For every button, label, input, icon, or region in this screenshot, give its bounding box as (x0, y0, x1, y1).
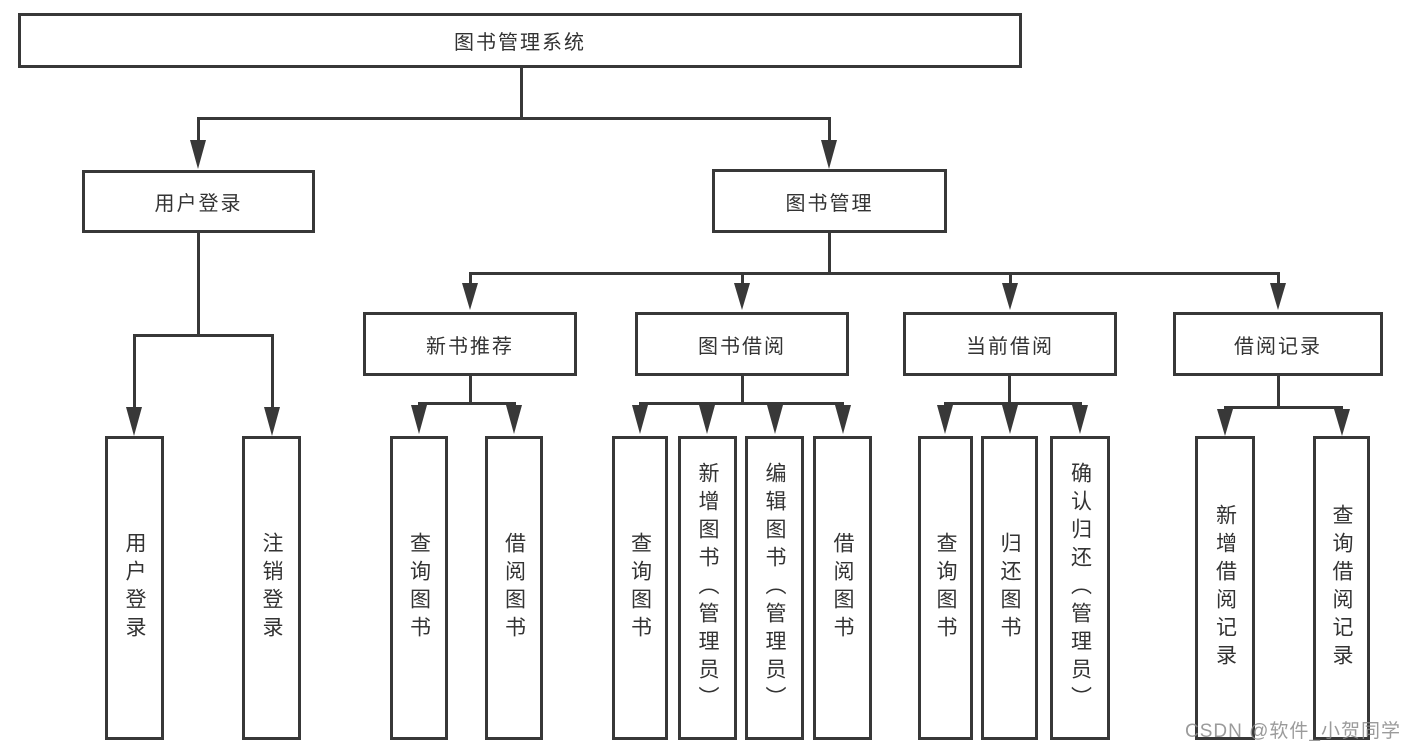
node-current-borrowing: 当前借阅 (903, 312, 1117, 376)
arrow-to-bb-edit-book (767, 405, 783, 434)
connector-drop-new-book (469, 272, 472, 285)
connector-level1-hline (197, 117, 831, 120)
leaf-label: 新增借阅记录 (1213, 504, 1237, 672)
arrow-to-bb-borrow-book (835, 405, 851, 434)
leaf-label: 确认归还（管理员） (1068, 462, 1092, 714)
arrow-to-leaf-user-login (126, 407, 142, 436)
node-library-management-system: 图书管理系统 (18, 13, 1022, 68)
leaf-bb-add-book-admin: 新增图书（管理员） (678, 436, 737, 740)
arrow-to-rec-borrow-book (506, 405, 522, 434)
node-book-borrowing: 图书借阅 (635, 312, 849, 376)
connector-book-management-stub (828, 233, 831, 275)
node-book-management: 图书管理 (712, 169, 947, 233)
arrow-to-leaf-logout (264, 407, 280, 436)
connector-drop-book-borrow (741, 272, 744, 285)
leaf-label: 查询图书 (628, 532, 652, 644)
leaf-label: 用户登录 (123, 532, 146, 644)
node-new-book-recommend: 新书推荐 (363, 312, 577, 376)
leaf-label: 查询图书 (407, 532, 431, 644)
connector-root-trunk (520, 68, 523, 119)
node-label: 当前借阅 (966, 335, 1054, 358)
leaf-bb-edit-book-admin: 编辑图书（管理员） (745, 436, 804, 740)
leaf-label: 借阅图书 (502, 532, 526, 644)
arrow-to-cb-confirm-return (1072, 405, 1088, 434)
leaf-label: 归还图书 (998, 532, 1021, 644)
leaf-cb-confirm-return-admin: 确认归还（管理员） (1050, 436, 1110, 740)
leaf-label: 新增图书（管理员） (696, 462, 719, 714)
arrow-to-br-query-record (1334, 409, 1350, 436)
arrow-to-new-book (462, 283, 478, 310)
connector-borrow-record-stub (1277, 376, 1280, 409)
connector-borrow-record-hline (1224, 406, 1343, 409)
leaf-rec-query-book: 查询图书 (390, 436, 448, 740)
leaf-br-query-record: 查询借阅记录 (1313, 436, 1370, 740)
connector-level2-hline (469, 272, 1280, 275)
connector-user-login-hline (133, 334, 273, 337)
leaf-cb-return-book: 归还图书 (981, 436, 1038, 740)
leaf-rec-borrow-book: 借阅图书 (485, 436, 543, 740)
node-label: 借阅记录 (1234, 335, 1322, 358)
connector-drop-leaf-logout (271, 334, 274, 409)
arrow-to-br-add-record (1217, 409, 1233, 436)
leaf-label: 查询借阅记录 (1330, 504, 1353, 672)
leaf-logout-login: 注销登录 (242, 436, 301, 740)
leaf-user-login: 用户登录 (105, 436, 164, 740)
connector-drop-borrow-record (1277, 272, 1280, 285)
leaf-bb-borrow-book: 借阅图书 (813, 436, 872, 740)
arrow-to-cb-query-book (937, 405, 953, 434)
arrow-to-user-login (190, 140, 206, 169)
arrow-to-current-borrow (1002, 283, 1018, 310)
connector-drop-current-borrow (1009, 272, 1012, 285)
arrow-to-bb-add-book (699, 405, 715, 434)
connector-new-book-hline (418, 402, 516, 405)
connector-book-borrow-hline (639, 402, 844, 405)
connector-current-borrow-stub (1008, 376, 1011, 405)
arrow-to-cb-return-book (1002, 405, 1018, 434)
arrow-to-rec-query-book (411, 405, 427, 434)
csdn-watermark: CSDN @软件_小贺同学 (1185, 721, 1401, 742)
node-label: 图书管理系统 (454, 32, 586, 54)
node-label: 用户登录 (154, 193, 243, 215)
leaf-label: 编辑图书（管理员） (763, 462, 786, 714)
connector-user-login-stub (197, 233, 200, 337)
leaf-label: 注销登录 (260, 532, 283, 644)
connector-drop-book-management (828, 117, 831, 143)
node-user-login: 用户登录 (82, 170, 315, 233)
arrow-to-book-management (821, 140, 837, 169)
connector-current-borrow-hline (944, 402, 1082, 405)
connector-drop-user-login (197, 117, 200, 143)
node-label: 图书借阅 (698, 335, 786, 358)
leaf-br-add-record: 新增借阅记录 (1195, 436, 1255, 740)
connector-drop-leaf-user-login (133, 334, 136, 409)
node-borrowing-records: 借阅记录 (1173, 312, 1383, 376)
connector-book-borrow-stub (741, 376, 744, 405)
node-label: 图书管理 (785, 192, 874, 215)
arrow-to-borrow-record (1270, 283, 1286, 310)
leaf-label: 查询图书 (934, 532, 957, 644)
node-label: 新书推荐 (426, 335, 514, 358)
arrow-to-book-borrow (734, 283, 750, 310)
arrow-to-bb-query-book (632, 405, 648, 434)
leaf-bb-query-book: 查询图书 (612, 436, 668, 740)
leaf-label: 借阅图书 (831, 532, 854, 644)
connector-new-book-stub (469, 376, 472, 405)
leaf-cb-query-book: 查询图书 (918, 436, 973, 740)
